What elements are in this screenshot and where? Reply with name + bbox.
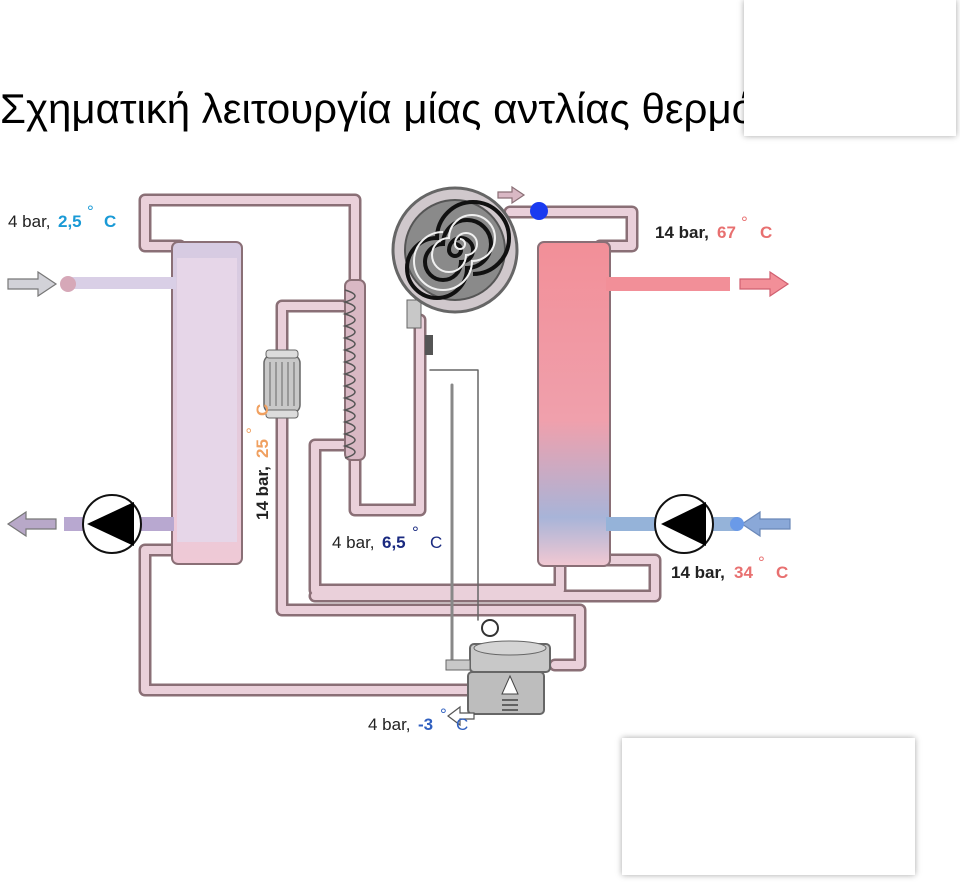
svg-text:°: ° — [87, 202, 94, 221]
suction-heat-exchanger — [342, 279, 366, 461]
svg-text:-3: -3 — [418, 715, 433, 734]
svg-text:C: C — [776, 563, 788, 582]
svg-text:4 bar,: 4 bar, — [8, 212, 51, 231]
evaporator-pump — [82, 494, 142, 554]
blank-panel-bottom — [622, 738, 915, 875]
arrow-compressor-out — [497, 185, 526, 205]
svg-text:°: ° — [243, 427, 262, 434]
arrow-cond-inlet — [730, 510, 791, 538]
svg-text:°: ° — [758, 553, 765, 572]
label-cond-return: 14 bar, 34 ° C — [671, 553, 788, 582]
svg-text:°: ° — [741, 213, 748, 232]
arrow-evap-inlet — [7, 270, 76, 298]
svg-text:4 bar,: 4 bar, — [332, 533, 375, 552]
scroll-compressor — [391, 186, 519, 355]
condenser-pump — [654, 494, 714, 554]
svg-text:C: C — [430, 533, 442, 552]
svg-text:14 bar,: 14 bar, — [253, 466, 272, 520]
svg-text:34: 34 — [734, 563, 753, 582]
refrigerant-pipes — [138, 193, 662, 697]
blank-panel-top — [744, 0, 956, 136]
label-cond-out: 14 bar, 67 ° C — [655, 213, 772, 242]
svg-text:14 bar,: 14 bar, — [655, 223, 709, 242]
label-liquid-line: 14 bar, 25 ° C — [243, 404, 272, 520]
sensor-point-compressor-out — [530, 202, 548, 220]
svg-text:C: C — [456, 715, 468, 734]
svg-text:25: 25 — [253, 439, 272, 458]
svg-text:14 bar,: 14 bar, — [671, 563, 725, 582]
svg-text:°: ° — [440, 705, 447, 724]
svg-text:°: ° — [412, 523, 419, 542]
svg-text:C: C — [104, 212, 116, 231]
label-expansion: 4 bar, -3 ° C — [368, 705, 468, 734]
svg-text:6,5: 6,5 — [382, 533, 406, 552]
label-suction: 4 bar, 6,5 ° C — [332, 523, 442, 552]
page-title: Σχηματική λειτουργία μίας αντλίας θερμότ… — [0, 85, 855, 132]
flow-arrows — [6, 185, 791, 727]
svg-text:67: 67 — [717, 223, 736, 242]
svg-text:4 bar,: 4 bar, — [368, 715, 411, 734]
svg-text:C: C — [253, 404, 272, 416]
svg-text:C: C — [760, 223, 772, 242]
label-evap-in: 4 bar, 2,5 ° C — [8, 202, 116, 231]
condenser — [537, 241, 738, 567]
expansion-valve — [445, 619, 551, 715]
evaporator — [64, 241, 243, 565]
arrow-evap-outlet — [6, 510, 57, 538]
svg-text:2,5: 2,5 — [58, 212, 82, 231]
arrow-cond-outlet — [739, 270, 790, 298]
filter-drier — [263, 349, 301, 419]
arrow-expansion-in — [447, 705, 475, 727]
